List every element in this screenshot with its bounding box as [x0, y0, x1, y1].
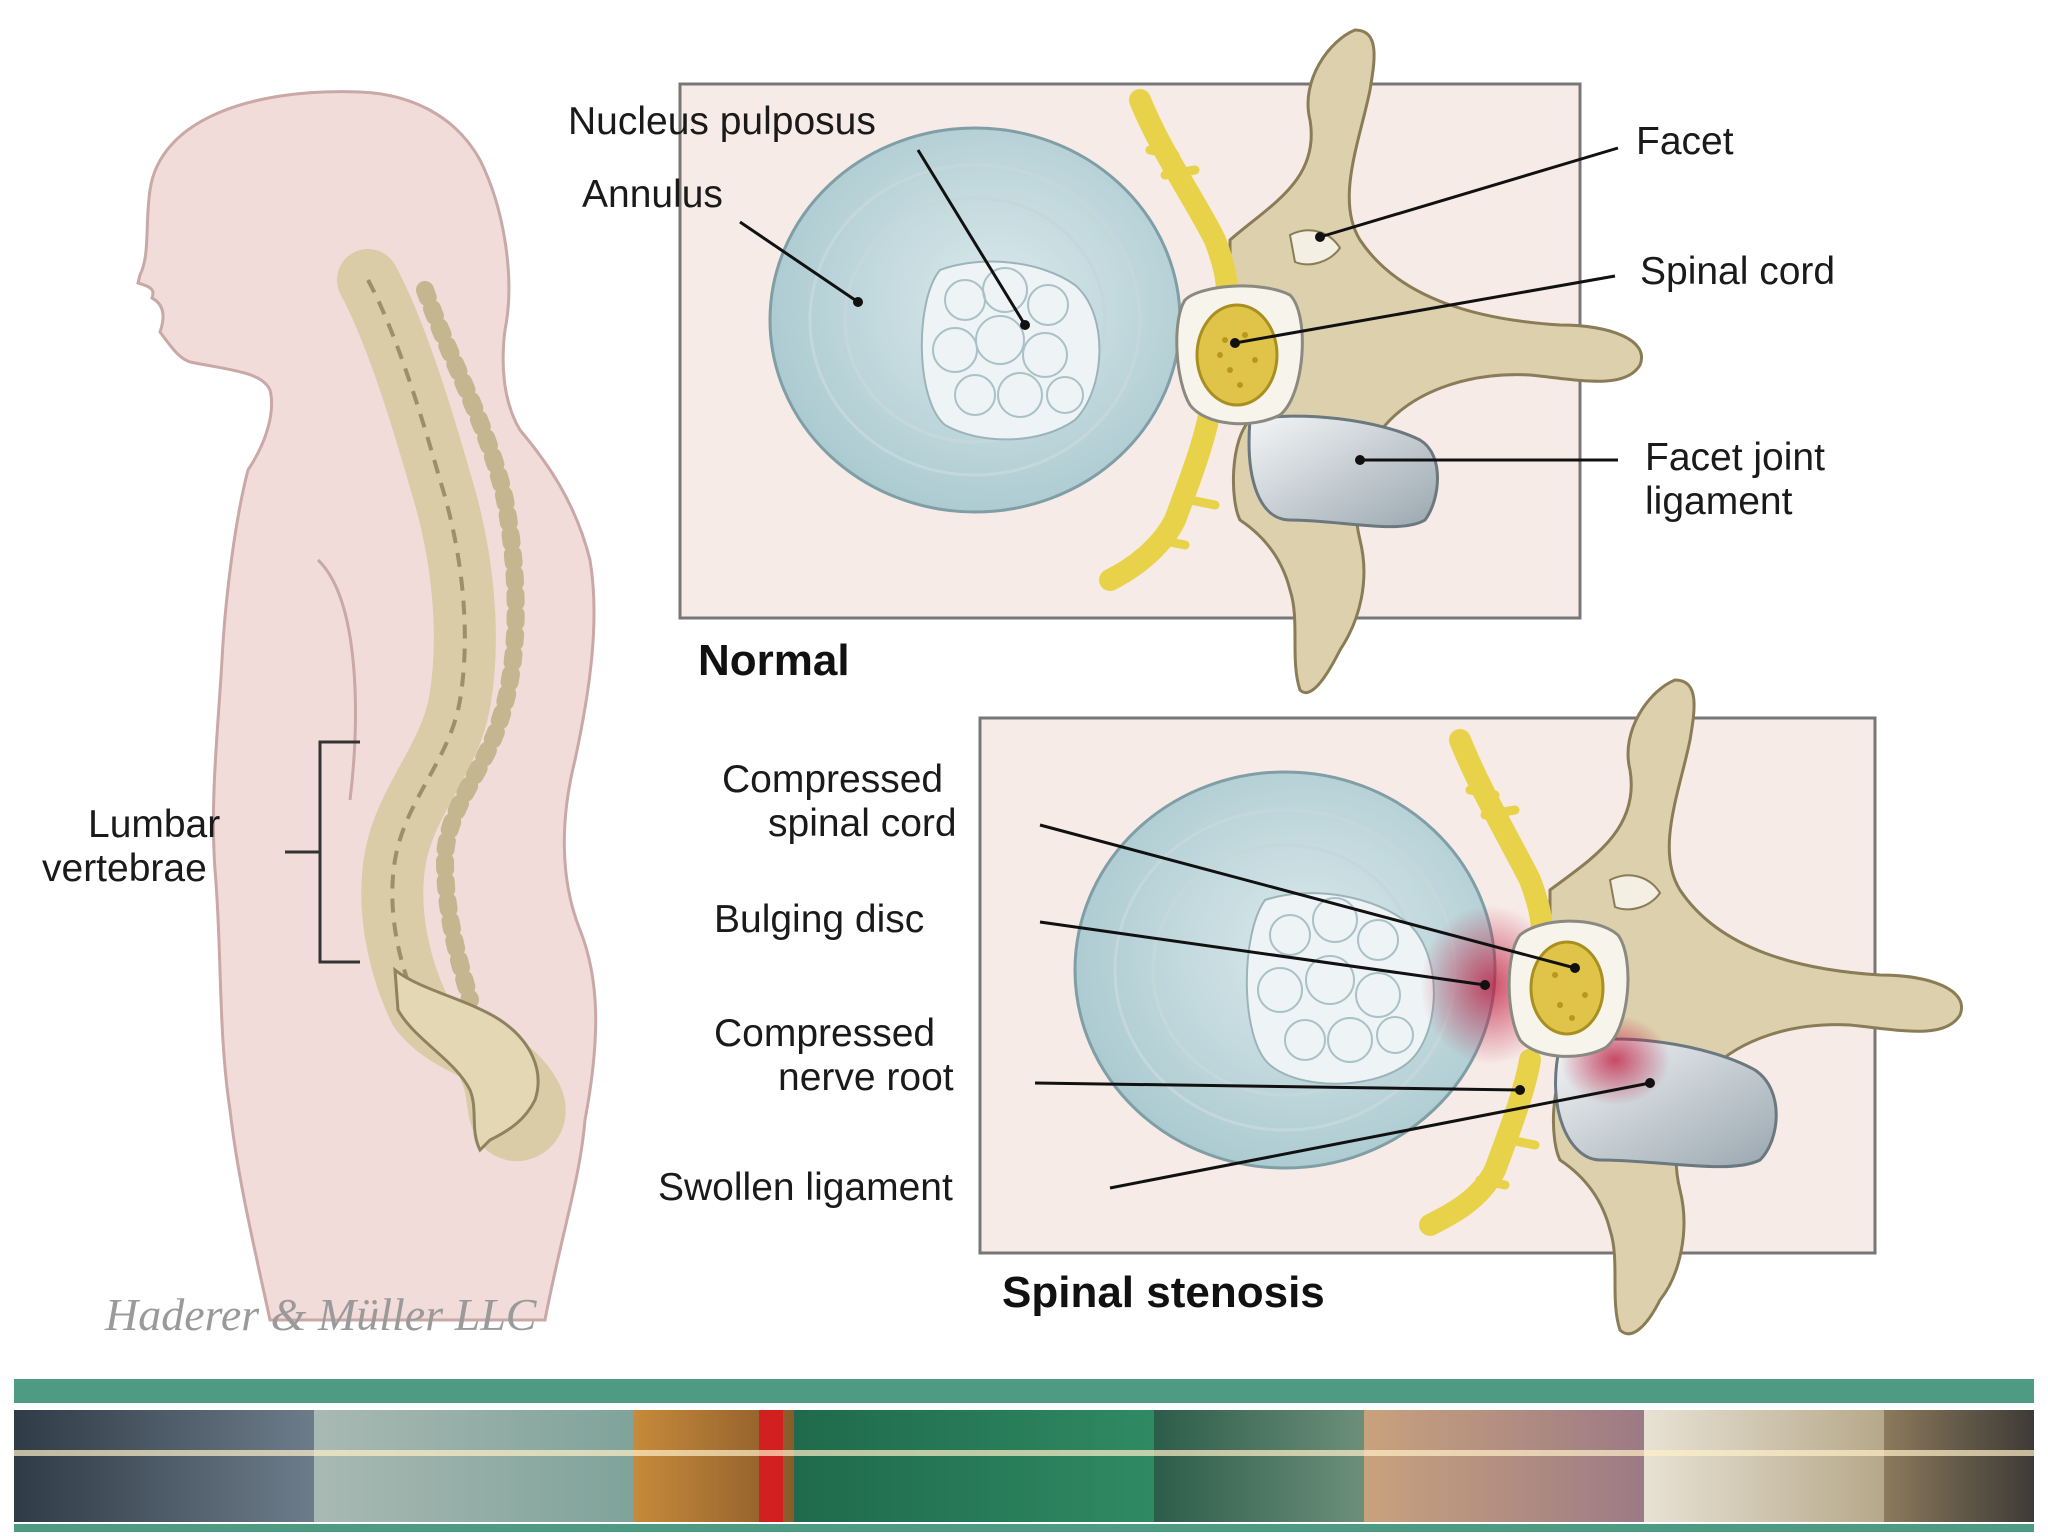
lumbar-bracket	[285, 740, 360, 964]
label-compressed-cord-2: spinal cord	[768, 802, 957, 845]
label-bulging-disc: Bulging disc	[714, 898, 925, 941]
label-lumbar: Lumbar	[88, 803, 221, 846]
label-facet-ligament: ligament	[1645, 480, 1793, 523]
label-compressed-root-1: Compressed	[714, 1012, 936, 1055]
spine-column	[337, 249, 566, 1162]
banner-bottom-band	[14, 1524, 2034, 1532]
footer-banner	[0, 1376, 2048, 1536]
label-nucleus-pulposus: Nucleus pulposus	[568, 100, 876, 143]
image-credit: Haderer & Müller LLC	[105, 1289, 537, 1340]
stenosis-panel	[978, 678, 1964, 1336]
label-facet: Facet	[1636, 120, 1734, 163]
banner-photo-strip	[14, 1410, 2034, 1522]
label-annulus: Annulus	[582, 173, 723, 216]
label-swollen-ligament: Swollen ligament	[658, 1166, 953, 1209]
heading-spinal-stenosis: Spinal stenosis	[1002, 1268, 1325, 1317]
normal-panel	[678, 28, 1644, 694]
label-vertebrae: vertebrae	[42, 847, 207, 890]
banner-top-band	[14, 1379, 2034, 1403]
label-compressed-root-2: nerve root	[778, 1056, 954, 1099]
label-facet-joint: Facet joint	[1645, 436, 1825, 479]
label-spinal-cord: Spinal cord	[1640, 250, 1836, 293]
label-compressed-cord-1: Compressed	[722, 758, 944, 801]
heading-normal: Normal	[698, 636, 850, 685]
